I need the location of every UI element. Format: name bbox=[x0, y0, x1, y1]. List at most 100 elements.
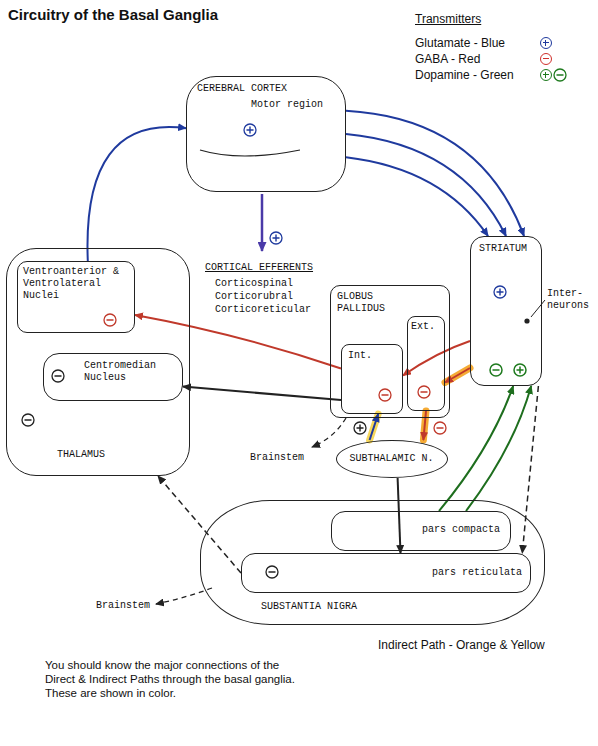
annotation-label: Brainstem bbox=[96, 600, 150, 612]
symbol-sign bbox=[25, 419, 32, 421]
node-label: SUBSTANTIA NIGRA bbox=[261, 601, 357, 613]
legend-label: GABA - Red bbox=[415, 52, 480, 66]
connector bbox=[423, 411, 426, 440]
legend-label: Glutamate - Blue bbox=[415, 36, 505, 50]
annotation-label: Transmitters bbox=[415, 12, 481, 26]
connector-line bbox=[346, 134, 506, 236]
connector-line bbox=[135, 315, 341, 369]
connector bbox=[87, 127, 186, 261]
annotation-label: Indirect Path - Orange & Yellow bbox=[378, 638, 545, 652]
symbol-sign bbox=[55, 375, 62, 377]
annotation-label: Corticospinal bbox=[215, 278, 293, 290]
excitatory-symbol bbox=[270, 232, 282, 244]
leader-line bbox=[531, 300, 545, 317]
diagram-caption: You should know the major connections of… bbox=[45, 658, 300, 700]
segment-region: Int. bbox=[341, 344, 403, 414]
connector bbox=[398, 478, 401, 553]
connector bbox=[439, 386, 513, 511]
annotation-label: Brainstem bbox=[250, 452, 304, 464]
connector bbox=[522, 386, 538, 553]
brainstem-arrow bbox=[312, 418, 346, 447]
inhibitory-symbol bbox=[266, 566, 278, 578]
highlight-stroke bbox=[445, 368, 470, 383]
symbol-ring bbox=[104, 314, 116, 326]
symbol-ring bbox=[379, 389, 391, 401]
connector bbox=[445, 368, 470, 383]
symbol-ring bbox=[514, 364, 526, 376]
node-label: Int. bbox=[348, 350, 372, 362]
connector-line bbox=[398, 478, 401, 553]
inhibitory-symbol bbox=[52, 370, 64, 382]
cortex-fold bbox=[200, 150, 300, 156]
inhibitory-symbol bbox=[379, 389, 391, 401]
inhibitory-symbol bbox=[434, 422, 446, 434]
connector-line bbox=[522, 386, 538, 553]
connector-line bbox=[466, 386, 531, 511]
annotation-label: CORTICAL EFFERENTS bbox=[205, 262, 313, 274]
node-label: Ventroanterior & Ventrolateral Nuclei bbox=[23, 266, 129, 302]
symbol-ring bbox=[52, 370, 64, 382]
node-label: GLOBUS PALLIDUS bbox=[337, 291, 397, 315]
symbol-ring bbox=[22, 414, 34, 426]
symbol-sign bbox=[437, 427, 444, 429]
swatch-bar bbox=[543, 58, 549, 60]
connector bbox=[135, 315, 341, 369]
symbol-ring bbox=[434, 422, 446, 434]
connector-line bbox=[445, 368, 470, 383]
symbol-sign bbox=[497, 289, 504, 296]
node-label: STRIATUM bbox=[479, 243, 527, 255]
symbol-ring bbox=[494, 286, 506, 298]
node-label: SUBTHALAMIC N. bbox=[340, 453, 443, 465]
inhibitory-symbol bbox=[554, 69, 566, 81]
symbol-sign bbox=[247, 127, 254, 134]
inhibitory-symbol bbox=[104, 314, 116, 326]
pars-region: pars reticulata bbox=[241, 553, 531, 593]
excitatory-symbol bbox=[494, 286, 506, 298]
connector bbox=[183, 387, 341, 400]
substantia-nigra-region: SUBSTANTIA NIGRApars compactapars reticu… bbox=[200, 500, 545, 625]
thalamus-region: THALAMUS Ventroanterior & Ventrolateral N… bbox=[6, 248, 190, 476]
annotation-label: Inter- neurons bbox=[547, 288, 593, 312]
connector-line bbox=[346, 157, 488, 236]
symbol-ring bbox=[266, 566, 278, 578]
connector bbox=[346, 157, 488, 236]
excitatory-symbol bbox=[244, 124, 256, 136]
symbol-sign bbox=[269, 571, 276, 573]
nucleus-region: Centromedian Nucleus bbox=[43, 353, 183, 401]
legend-swatch bbox=[540, 37, 552, 49]
striatum-region: STRIATUM bbox=[470, 236, 542, 386]
connector-line bbox=[423, 411, 426, 440]
node-label: CEREBRAL CORTEX bbox=[197, 83, 287, 95]
symbol-sign bbox=[493, 369, 500, 371]
inhibitory-symbol bbox=[418, 386, 430, 398]
inhibitory-symbol bbox=[490, 364, 502, 376]
segment-region: Ext. bbox=[407, 316, 445, 411]
legend-swatch bbox=[540, 53, 552, 65]
cortex-region: CEREBRAL CORTEX Motor region bbox=[186, 76, 346, 192]
symbol-sign bbox=[357, 425, 364, 432]
legend-label: Dopamine - Green bbox=[415, 68, 514, 82]
brainstem-arrow bbox=[156, 588, 212, 604]
excitatory-symbol bbox=[354, 422, 366, 434]
symbol-sign bbox=[517, 367, 524, 374]
node-sublabel: Motor region bbox=[251, 99, 323, 111]
interneuron-dot bbox=[524, 318, 529, 323]
connector-line bbox=[87, 127, 186, 261]
node-label: THALAMUS bbox=[57, 449, 105, 461]
highlight-stroke bbox=[423, 411, 426, 440]
symbol-sign bbox=[107, 319, 114, 321]
symbol-ring bbox=[244, 124, 256, 136]
annotation-label: Corticoreticular bbox=[215, 304, 311, 316]
symbol-ring bbox=[354, 422, 366, 434]
symbol-ring bbox=[270, 232, 282, 244]
annotation-label: Corticorubral bbox=[215, 291, 293, 303]
symbol-ring bbox=[490, 364, 502, 376]
globus-pallidus-region: GLOBUS PALLIDUS Ext. Int. bbox=[330, 285, 450, 418]
efferent-arrow bbox=[261, 194, 264, 251]
swatch-bar bbox=[545, 72, 547, 78]
connector bbox=[466, 386, 531, 511]
connector-line bbox=[439, 386, 513, 511]
connector bbox=[346, 134, 506, 236]
inhibitory-symbol bbox=[22, 414, 34, 426]
